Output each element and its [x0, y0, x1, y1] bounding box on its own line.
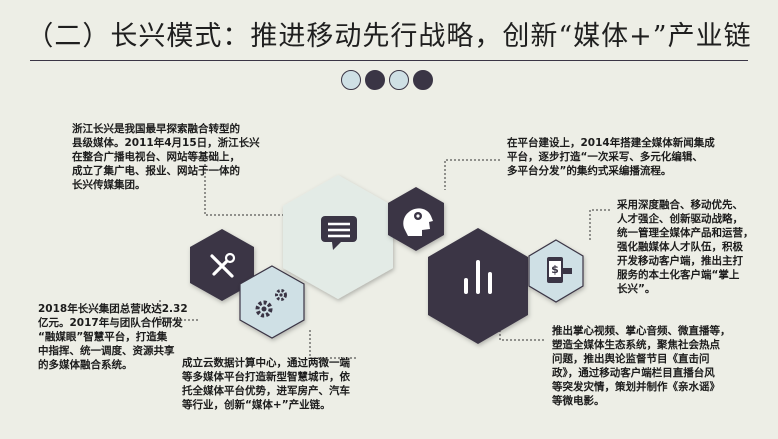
page-title: （二）长兴模式：推进移动先行战略，创新“媒体+”产业链: [26, 21, 752, 52]
text-block-2014-line: 多平台分发”的集约式采编播流程。: [507, 165, 672, 177]
text-block-mobile-line: 政》，通过移动客户端栏目直播台风: [552, 367, 715, 379]
text-block-strategy-line: 开发移动客户端，推出主打: [617, 255, 743, 267]
text-block-mobile-line: 等微电影。: [552, 395, 605, 407]
connector-cloud: [309, 330, 358, 359]
bar-chart-icon: [464, 260, 492, 294]
phone-money-icon: $: [547, 257, 572, 283]
text-block-2014-line: 平台，逐步打造“一次采写、多元化编辑、: [507, 151, 703, 163]
text-block-2011-line: 长兴传媒集团。: [72, 179, 146, 191]
text-block-2011-line: 浙江长兴是我国最早探索融合转型的: [72, 123, 240, 135]
text-block-2018-line: 亿元。2017年与团队合作研发: [38, 317, 183, 329]
dot-1: [341, 70, 361, 90]
connector-2014: [444, 159, 500, 190]
text-block-strategy-line: 人才强企、创新驱动战略，: [617, 213, 743, 225]
text-block-mobile-line: 推出掌心视频、掌心音频、微直播等，: [552, 325, 731, 337]
connector-mobile: [499, 330, 545, 341]
text-block-mobile: 推出掌心视频、掌心音频、微直播等， 塑造全媒体生态系统，聚焦社会热点问题，推出舆论…: [552, 324, 731, 408]
text-block-mobile-line: 等突发灾情，策划并制作《亲水谣》: [552, 381, 720, 393]
text-block-cloud-line: 成立云数据计算中心，通过两微一端: [182, 357, 350, 369]
title-divider: [30, 60, 748, 61]
svg-text:$: $: [551, 263, 559, 276]
text-block-cloud: 成立云数据计算中心，通过两微一端等多媒体平台打造新型智慧城市，依托全媒体平台优势…: [182, 356, 350, 412]
text-block-2014-line: 在平台建设上，2014年搭建全媒体新闻集成: [507, 137, 715, 149]
text-block-strategy-line: 长兴”。: [617, 283, 656, 295]
text-block-2011-line: 在整合广播电视台、网站等基础上，: [72, 151, 240, 163]
connector-2011: [204, 160, 285, 216]
text-block-2011: 浙江长兴是我国最早探索融合转型的县级媒体。2011年4月15日，浙江长兴在整合广…: [72, 122, 260, 192]
text-block-2018-line: 中指挥、统一调度、资源共享: [38, 345, 175, 357]
wrench-screwdriver-icon: [210, 252, 236, 278]
text-block-2018-line: 的多媒体融合系统。: [38, 359, 133, 371]
dot-3: [389, 70, 409, 90]
text-block-strategy-line: 采用深度融合、移动优先、: [617, 199, 743, 211]
hex-gears: [239, 265, 305, 339]
chat-message-icon: [321, 216, 357, 250]
text-block-mobile-line: 塑造全媒体生态系统，聚焦社会热点: [552, 339, 720, 351]
dot-4: [413, 70, 433, 90]
text-block-2014: 在平台建设上，2014年搭建全媒体新闻集成平台，逐步打造“一次采写、多元化编辑、…: [507, 136, 715, 178]
text-block-2018-line: “融媒眼”智慧平台，打造集: [38, 331, 168, 343]
text-block-mobile-line: 问题，推出舆论监督节目《直击问: [552, 353, 710, 365]
text-block-cloud-line: 托全媒体平台优势，进军房产、汽车: [182, 385, 350, 397]
text-block-2018-line: 2018年长兴集团总营收达2.32: [38, 303, 188, 315]
text-block-strategy-line: 强化融媒体人才队伍，积极: [617, 241, 743, 253]
text-block-2018: 2018年长兴集团总营收达2.32 亿元。2017年与团队合作研发 “融媒眼”智慧平…: [38, 302, 188, 372]
connector-strategy: [589, 209, 610, 240]
gears-icon: [255, 289, 287, 318]
text-block-cloud-line: 等多媒体平台打造新型智慧城市，依: [182, 371, 350, 383]
text-block-2011-line: 成立了集广电、报业、网站于一体的: [72, 165, 240, 177]
text-block-2011-line: 县级媒体。2011年4月15日，浙江长兴: [72, 137, 260, 149]
text-block-strategy: 采用深度融合、移动优先、人才强企、创新驱动战略， 统一管理全媒体产品和运营， 强化融…: [617, 198, 754, 296]
text-block-strategy-line: 服务的本土化客户端“掌上: [617, 269, 740, 281]
dot-2: [365, 70, 385, 90]
text-block-strategy-line: 统一管理全媒体产品和运营，: [617, 227, 754, 239]
text-block-cloud-line: 等行业，创新“媒体+”产业链。: [182, 399, 331, 411]
connector-2018: [159, 300, 200, 321]
head-gears-icon: [403, 208, 433, 236]
